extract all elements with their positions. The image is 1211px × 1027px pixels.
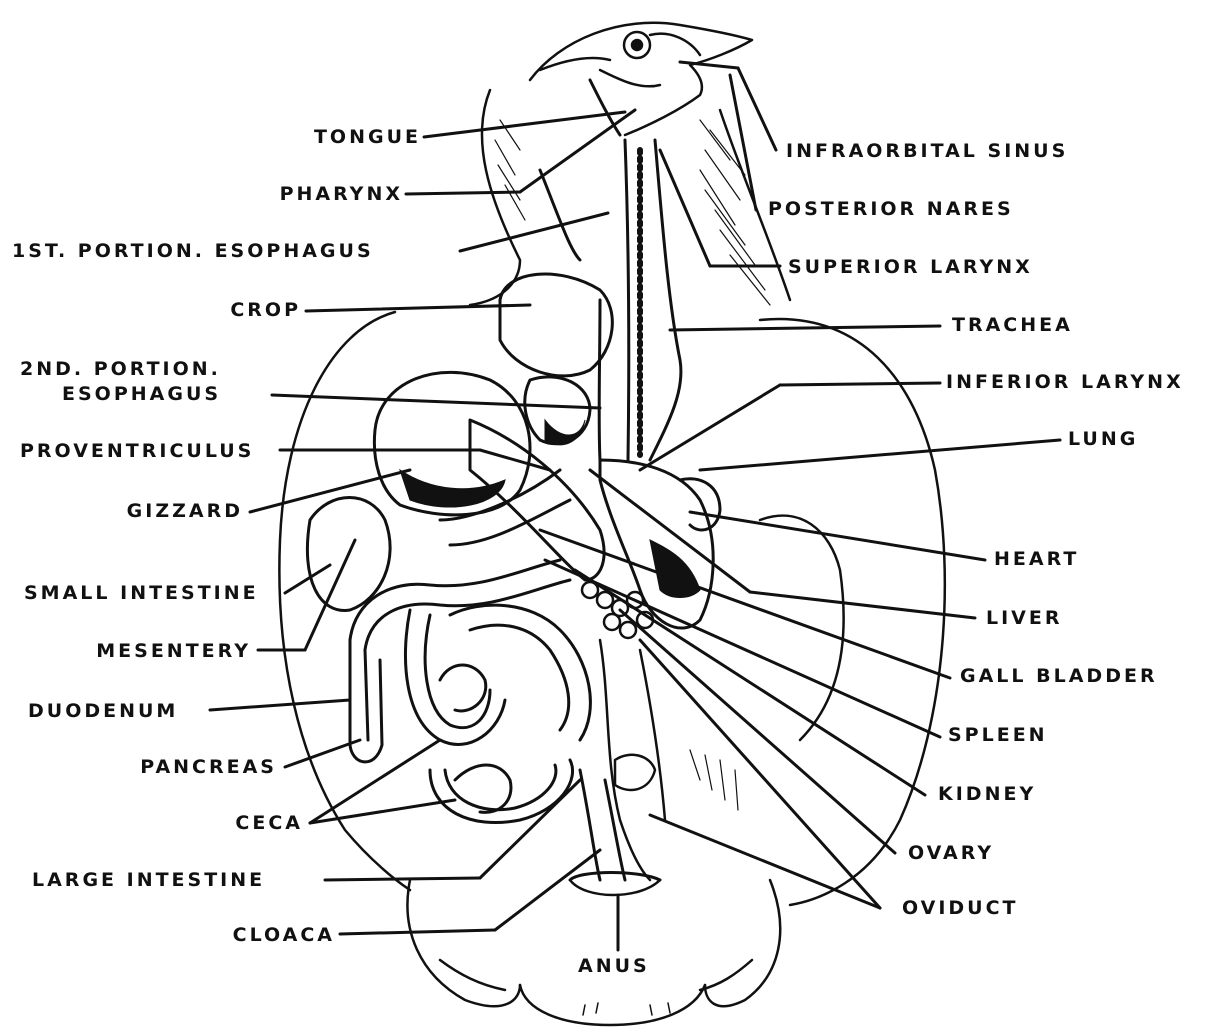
crop (500, 274, 612, 376)
label-gizzard: GIZZARD (127, 500, 243, 522)
label-proventriculus: PROVENTRICULUS (20, 440, 254, 462)
intestine-loops (307, 470, 590, 823)
bottom-marks (583, 1003, 670, 1015)
gizzard (374, 372, 590, 515)
label-tongue: TONGUE (314, 126, 421, 148)
trachea-tube (540, 80, 681, 460)
label-duodenum: DUODENUM (28, 700, 178, 722)
label-heart: HEART (994, 548, 1079, 570)
leader-lines-right (540, 62, 1060, 908)
label-posterior-nares: POSTERIOR NARES (768, 198, 1014, 220)
label-lung: LUNG (1068, 428, 1138, 450)
label-infraorbital-sinus: INFRAORBITAL SINUS (786, 140, 1068, 162)
label-crop: CROP (230, 299, 301, 321)
label-small-intestine: SMALL INTESTINE (24, 582, 259, 604)
label-inferior-larynx: INFERIOR LARYNX (946, 371, 1184, 393)
label-ceca: CECA (235, 812, 303, 834)
label-first-esophagus: 1ST. PORTION. ESOPHAGUS (12, 240, 374, 262)
label-liver: LIVER (986, 607, 1063, 629)
label-cloaca: CLOACA (233, 924, 335, 946)
label-kidney: KIDNEY (938, 783, 1036, 805)
label-large-intestine: LARGE INTESTINE (32, 869, 265, 891)
label-pancreas: PANCREAS (140, 756, 277, 778)
label-superior-larynx: SUPERIOR LARYNX (788, 256, 1033, 278)
label-ovary: OVARY (908, 842, 994, 864)
kidney-ovary-cluster (582, 582, 665, 880)
label-gall-bladder: GALL BLADDER (960, 665, 1158, 687)
label-trachea: TRACHEA (952, 314, 1073, 336)
label-second-esophagus-l2: ESOPHAGUS (62, 383, 221, 405)
label-oviduct: OVIDUCT (902, 897, 1019, 919)
label-mesentery: MESENTERY (96, 640, 251, 662)
label-anus: ANUS (578, 955, 650, 977)
label-pharynx: PHARYNX (280, 183, 403, 205)
label-spleen: SPLEEN (948, 724, 1048, 746)
label-second-esophagus-l1: 2ND. PORTION. (20, 358, 221, 380)
